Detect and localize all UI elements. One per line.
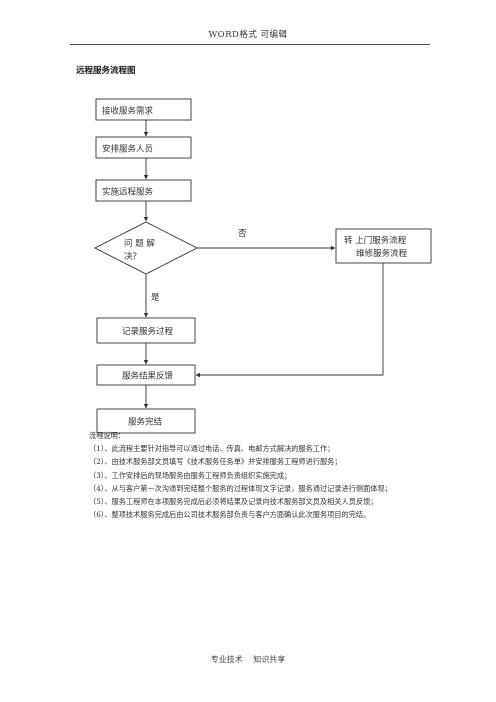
page-header: WORD格式 可编辑: [208, 30, 288, 40]
note-item: （3）、工作安排后的现场服务由服务工程师负责组织实施完成；: [89, 470, 292, 480]
step-feedback-box: [96, 364, 196, 386]
step-implement-label: 实施远程服务: [102, 187, 154, 198]
decision-label-line1: 问 题 解: [124, 238, 155, 249]
branch-yes-label: 是: [151, 293, 160, 303]
notes-heading: 流程说明：: [89, 431, 125, 440]
footer-left-text: 专业技术: [210, 655, 243, 664]
note-item: （4）、从与客户第一次沟通到完结整个服务的过程体现文字记录，服务通过记录进行侧面…: [89, 483, 392, 493]
onsite-service-box: [335, 228, 432, 264]
process-notes: 流程说明： （1）、此流程主要针对指导可以通过电话、传真、电邮方式解决的服务工作…: [76, 429, 438, 521]
document-title: 远程服务流程图: [76, 66, 136, 76]
step-assign-label: 安排服务人员: [102, 144, 153, 155]
branch-no-label: 否: [238, 229, 247, 239]
step-assign-box: [95, 136, 192, 159]
onsite-service-line1: 转 上门服务流程: [344, 235, 407, 246]
note-item: （1）、此流程主要针对指导可以通过电话、传真、电邮方式解决的服务工作；: [89, 444, 335, 454]
header-rule: [70, 44, 430, 45]
note-item: （6）、整项技术服务完成后由公司技术服务部负责与客户方面确认此次服务项目的完结。: [89, 510, 371, 520]
step-receive-box: [95, 98, 192, 121]
step-complete-label: 服务完结: [128, 417, 162, 428]
step-feedback-label: 服务结果反馈: [122, 371, 174, 382]
arrow-onsite-to-feedback: [195, 263, 384, 378]
decision-label-line2: 决？: [124, 251, 141, 262]
step-implement-box: [95, 179, 192, 202]
decision-diamond: [94, 221, 198, 275]
step-record-label: 记录服务过程: [122, 326, 174, 337]
footer-right-text: 知识共享: [253, 655, 286, 664]
step-receive-label: 接收服务需求: [102, 106, 154, 117]
note-item: （2）、由技术服务部文员填写《技术服务任务单》并安排服务工程师进行服务；: [89, 457, 342, 467]
step-record-box: [96, 317, 196, 344]
page-footer: 专业技术 知识共享: [0, 654, 496, 665]
onsite-service-line2: 维修服务流程: [356, 248, 408, 259]
note-item: （5）、服务工程师在本项服务完成后必须将结果及记录向技术服务部文员及相关人员反馈…: [89, 497, 378, 507]
